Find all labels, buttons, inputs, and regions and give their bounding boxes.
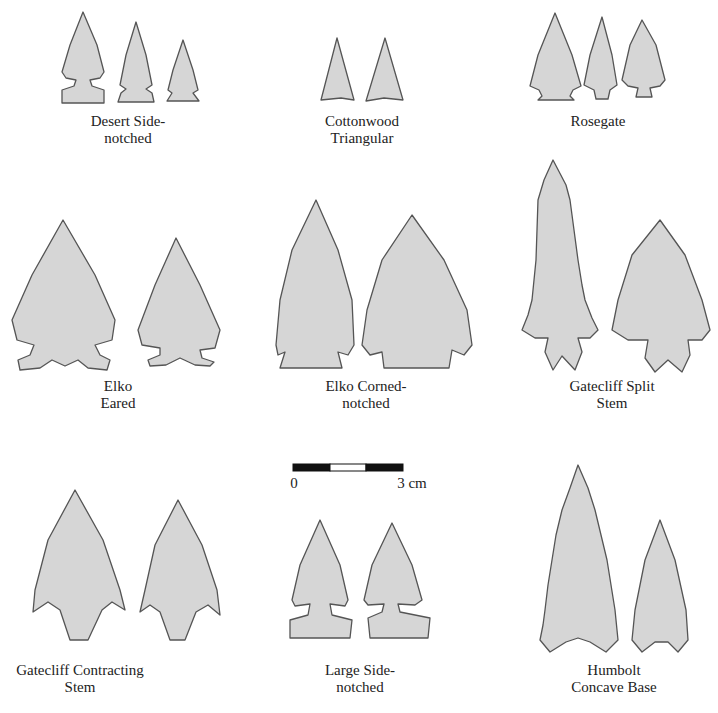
large-side-notched-point	[290, 520, 352, 638]
gatecliff-split-stem-point	[612, 220, 710, 372]
rosegate-point	[584, 17, 617, 99]
type-label: Elko Corned-notched	[302, 378, 430, 412]
type-label: Gatecliff Contracting Stem	[14, 662, 146, 696]
type-label: Large Side-notched	[310, 662, 410, 696]
gatecliff-split-stem-point	[522, 160, 598, 370]
elko-corner-notched-point	[362, 215, 472, 368]
elko-eared-point	[138, 238, 220, 366]
large-side-notched-point	[364, 523, 430, 638]
humboldt-concave-base-point	[632, 520, 688, 652]
gatecliff-contracting-stem-point	[33, 490, 125, 640]
desert-side-notched-point	[118, 22, 154, 102]
rosegate-point	[530, 13, 581, 100]
desert-side-notched-point	[167, 40, 199, 101]
humboldt-concave-base-point	[540, 465, 618, 652]
type-label: Cottonwood Triangular	[312, 113, 412, 147]
elko-eared-point	[12, 220, 115, 370]
rosegate-point	[622, 20, 665, 97]
desert-side-notched-point	[62, 12, 104, 103]
gatecliff-contracting-stem-point	[140, 500, 220, 640]
scale-number: 0	[284, 475, 304, 492]
type-label: Desert Side-notched	[78, 113, 178, 147]
type-label: Gatecliff Split Stem	[564, 378, 660, 412]
type-label: Humbolt Concave Base	[567, 662, 661, 696]
cottonwood-point	[321, 38, 354, 100]
cottonwood-point	[366, 38, 403, 101]
elko-corner-notched-point	[276, 200, 354, 368]
scale-bar	[293, 464, 403, 471]
type-label: Elko Eared	[90, 378, 146, 412]
scale-number: 3 cm	[387, 475, 437, 492]
type-label: Rosegate	[538, 113, 658, 130]
